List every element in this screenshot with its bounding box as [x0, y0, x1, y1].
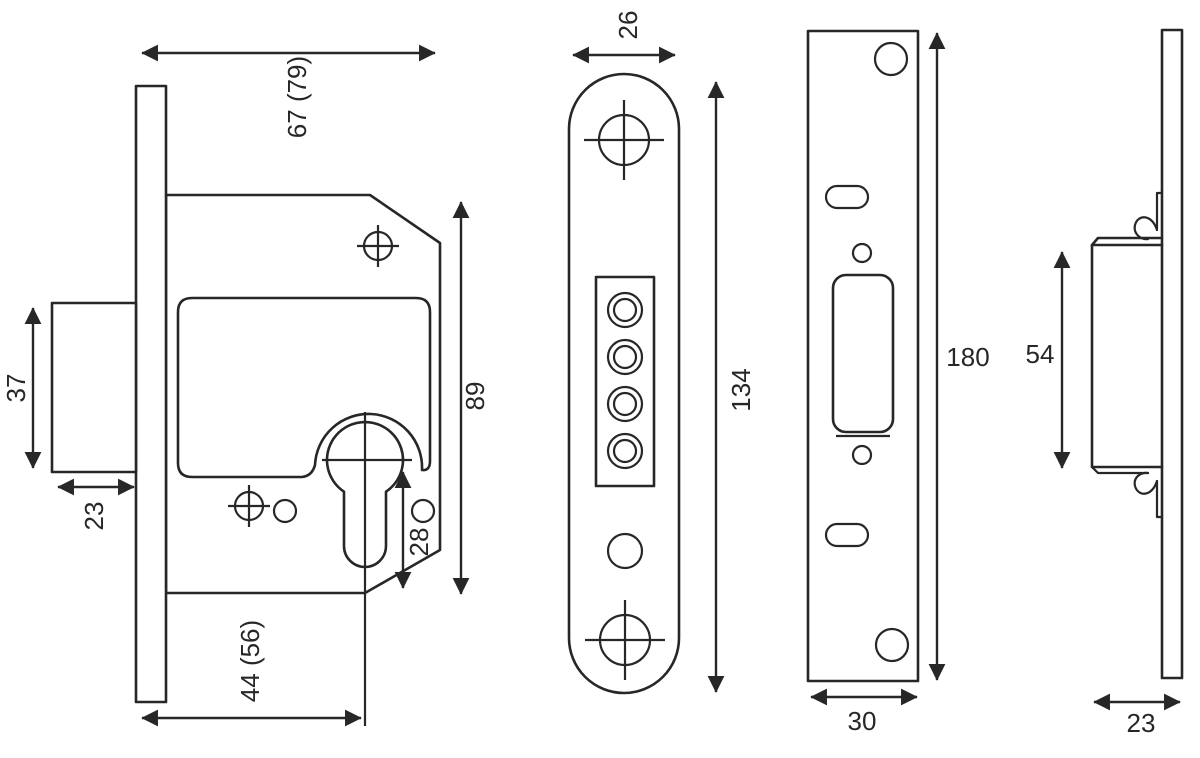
dim-label-faceplate-height: 134 — [726, 368, 756, 411]
dim-label-case-height: 89 — [460, 382, 490, 411]
keep-box-lip-top — [1090, 236, 1164, 247]
dim-overall-width: 67 (79) — [141, 44, 436, 138]
fixing-hole — [272, 498, 298, 524]
view-strike-plate-side: 54 23 — [1026, 28, 1184, 738]
dim-label-strike-height: 180 — [946, 342, 989, 372]
screw-hole — [874, 627, 910, 663]
pin-hole — [851, 242, 873, 264]
deadbolt — [50, 301, 138, 474]
strike-plate-outline — [806, 29, 920, 683]
dim-label-faceplate-width: 26 — [613, 11, 643, 40]
dim-label-overall-width: 67 (79) — [282, 56, 312, 138]
screw-crosshair-icon — [584, 100, 664, 180]
dim-keep-depth: 23 — [1093, 693, 1181, 738]
dim-strike-width: 30 — [810, 688, 918, 736]
keep-box — [1090, 243, 1164, 469]
faceplate-outline — [567, 72, 681, 695]
slot-hole — [824, 522, 870, 548]
bolt-roller-pins — [606, 291, 644, 470]
fixing-hole — [410, 498, 436, 524]
dim-label-bolt-height: 37 — [1, 374, 31, 403]
dim-label-cylinder-to-edge: 28 — [404, 528, 434, 557]
strike-plate-edge — [1160, 28, 1184, 680]
lock-case-inner-panel — [176, 296, 432, 479]
pin-hole — [851, 444, 873, 466]
dim-keep-box-height: 54 — [1026, 251, 1071, 469]
dim-bolt-height: 37 — [1, 307, 42, 469]
dim-bolt-projection: 23 — [57, 478, 135, 531]
dim-cylinder-to-edge: 28 — [394, 471, 434, 589]
dim-label-bolt-projection: 23 — [79, 502, 109, 531]
screw-crosshair-icon — [228, 485, 270, 527]
keep-tab-bottom — [1155, 479, 1164, 519]
faceplate-edge-bar — [134, 84, 168, 704]
keep-box-lip-bottom — [1090, 465, 1150, 475]
dim-label-backset: 44 (56) — [235, 620, 265, 702]
screw-hole — [873, 41, 909, 77]
dim-backset: 44 (56) — [141, 620, 362, 727]
lock-case-outline — [164, 193, 442, 595]
screw-crosshair-icon — [585, 600, 665, 680]
keep-fold-curl-top — [1133, 216, 1159, 241]
dim-strike-height: 180 — [928, 32, 990, 681]
view-lock-body-side: 67 (79) 37 23 89 28 44 (56) — [1, 44, 490, 727]
view-faceplate-front: 26 134 — [567, 11, 756, 695]
keep-tab-top — [1155, 191, 1164, 231]
dim-faceplate-width: 26 — [572, 11, 676, 64]
screw-crosshair-icon — [357, 225, 399, 267]
dim-faceplate-height: 134 — [707, 81, 756, 693]
dim-label-strike-width: 30 — [848, 706, 877, 736]
dim-label-keep-depth: 23 — [1127, 708, 1156, 738]
keep-fold-curl-bottom — [1133, 471, 1159, 495]
slot-hole — [824, 184, 870, 210]
bolt-aperture — [594, 275, 656, 488]
view-strike-plate-front: 180 30 — [806, 29, 990, 736]
dim-label-keep-box-height: 54 — [1026, 339, 1055, 369]
fixing-hole — [606, 532, 644, 570]
dim-case-height: 89 — [452, 201, 490, 595]
bolt-keep-opening — [831, 273, 895, 434]
